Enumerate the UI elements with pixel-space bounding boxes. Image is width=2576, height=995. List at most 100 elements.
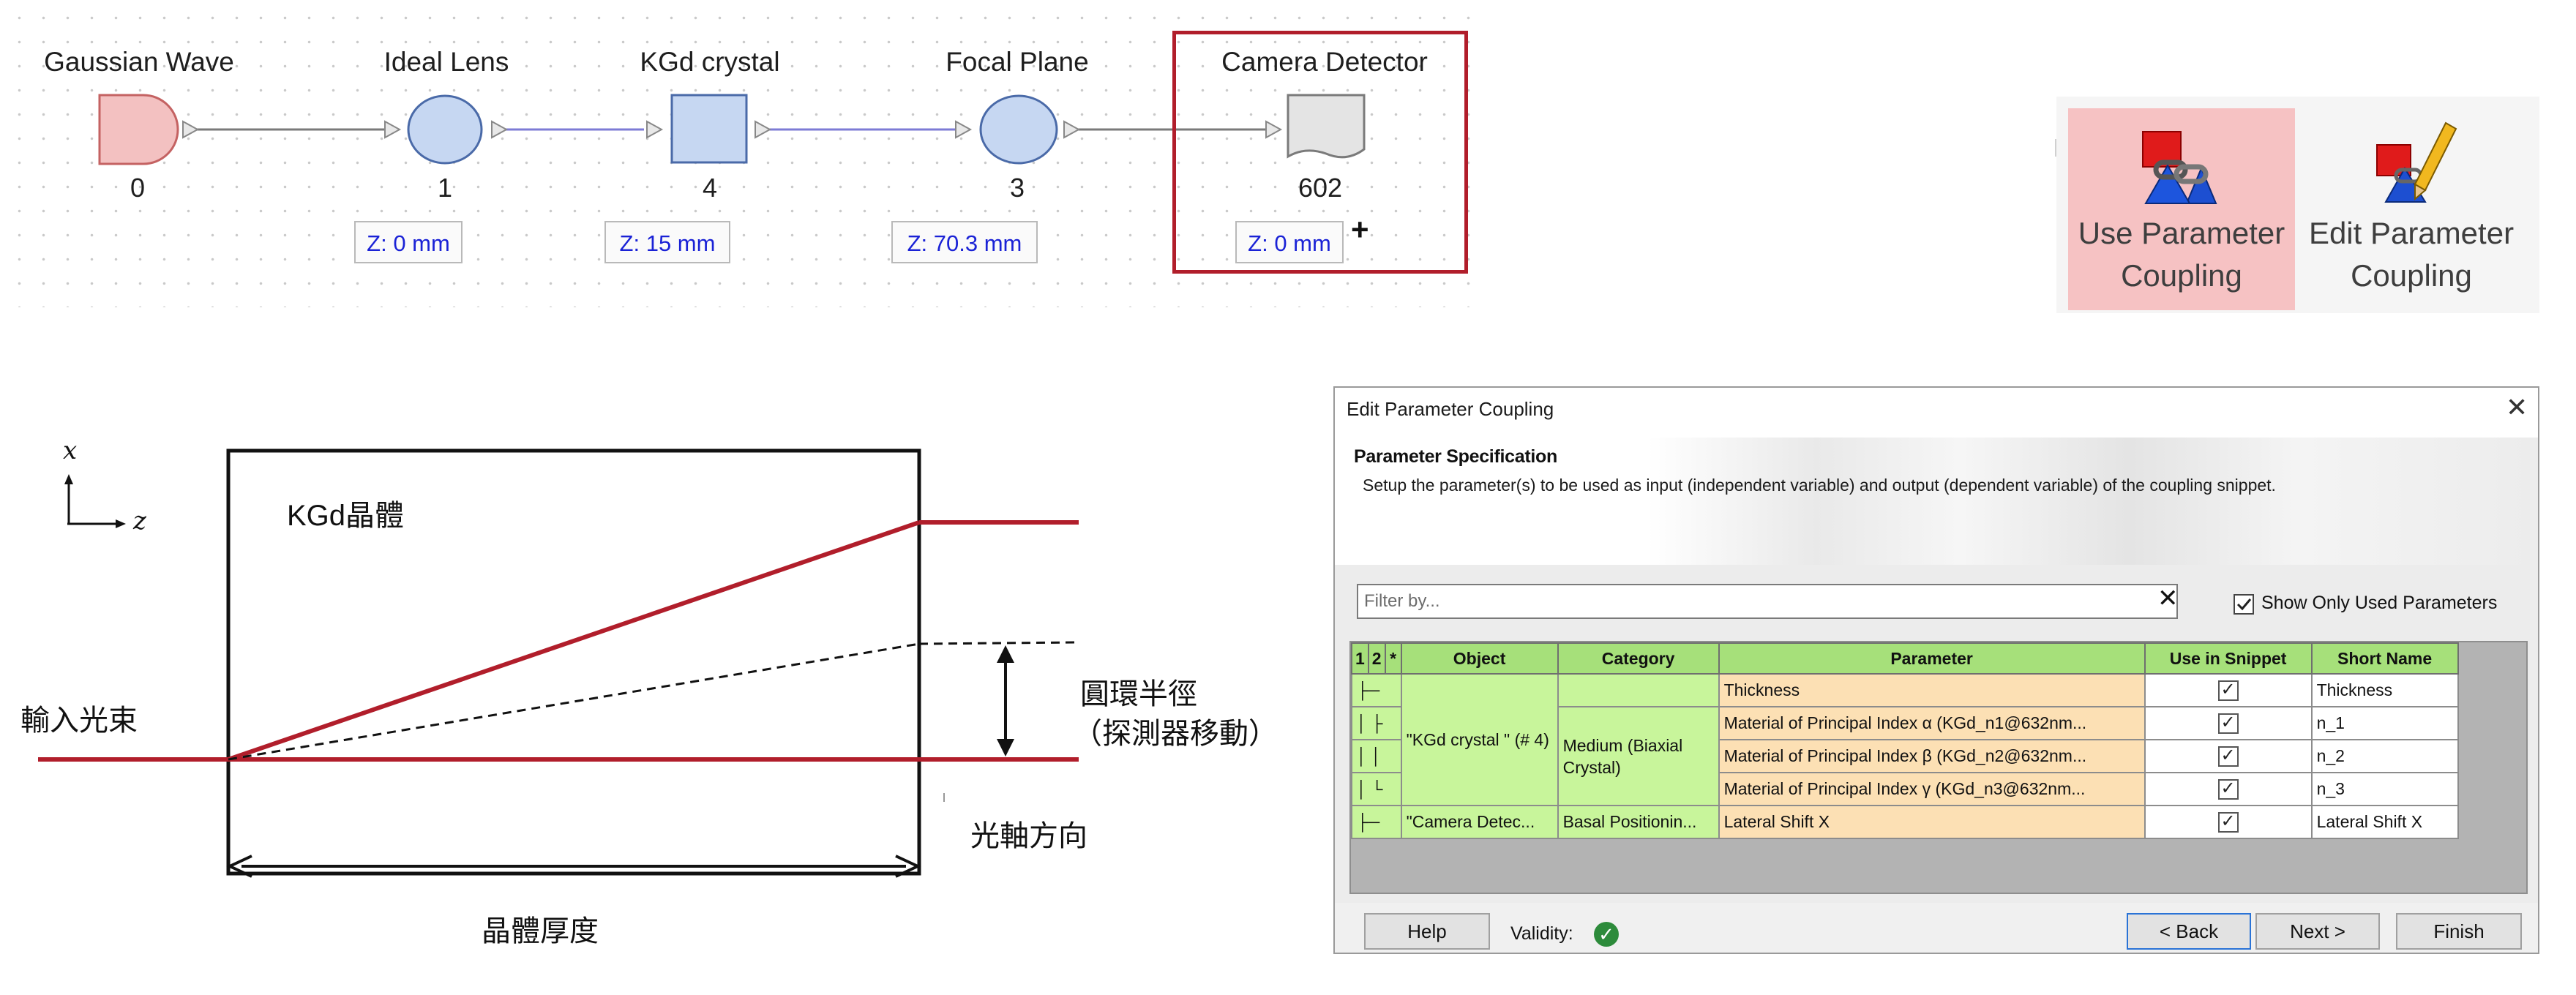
port-out-plane [1063, 120, 1081, 139]
use-checkbox[interactable]: ✓ [2217, 812, 2239, 833]
back-button[interactable]: < Back [2127, 913, 2251, 950]
detector-move-label: （探測器移動） [1073, 718, 1278, 750]
validity-label: Validity: [1510, 923, 1573, 944]
thickness-arrow-left [226, 855, 252, 878]
table-row[interactable]: │ │ Material of Principal Index β (KGd_n… [1351, 739, 2459, 773]
short-name-cell[interactable]: n_3 [2310, 772, 2459, 806]
show-only-used-label: Show Only Used Parameters [2261, 593, 2498, 613]
focal-plane-icon [979, 94, 1058, 165]
axis-z-label: z [133, 506, 146, 536]
node-id-lens: 1 [437, 173, 453, 203]
node-id-source: 0 [130, 173, 146, 203]
filter-input[interactable] [1357, 584, 2178, 619]
port-in-lens [384, 120, 402, 139]
z-position-detector[interactable]: Z: 0 mm [1235, 221, 1344, 263]
chain-link-icon [2142, 131, 2217, 204]
port-in-plane [955, 120, 973, 139]
short-name-cell[interactable]: Thickness [2310, 673, 2459, 707]
dashed-beam-line [228, 642, 920, 761]
dialog-footer: Help Validity: ✓ < Back Next > Finish [1335, 903, 2538, 953]
ribbon-separator [2055, 139, 2056, 157]
pipeline-links [98, 94, 1366, 165]
input-beam-label: 輸入光束 [20, 705, 138, 737]
axis-x-label: x [63, 436, 78, 465]
node-name-ideal-lens: Ideal Lens [383, 47, 509, 77]
finish-button[interactable]: Finish [2396, 913, 2522, 950]
table-header-row: 1 2 * Object Category Parameter Use in S… [1351, 642, 2459, 675]
z-position-plane[interactable]: Z: 70.3 mm [891, 221, 1038, 263]
use-in-snippet-cell[interactable]: ✓ [2143, 739, 2313, 773]
crystal-outline [226, 448, 921, 876]
dialog-body: ✕ Show Only Used Parameters 1 2 * Object [1335, 565, 2538, 903]
col-header-parameter[interactable]: Parameter [1718, 642, 2146, 675]
tree-guide: ├─ [1351, 805, 1402, 839]
use-in-snippet-cell[interactable]: ✓ [2143, 706, 2313, 740]
parameter-specification-header: Parameter Specification Setup the parame… [1335, 438, 2538, 565]
filter-clear-icon[interactable]: ✕ [2157, 585, 2179, 612]
crystal-label: KGd晶體 [287, 500, 405, 532]
z-position-crystal[interactable]: Z: 15 mm [604, 221, 730, 263]
optical-setup-canvas[interactable]: Gaussian Wave Ideal Lens KGd crystal Foc… [0, 0, 1478, 307]
spec-description: Setup the parameter(s) to be used as inp… [1363, 476, 2276, 495]
node-name-focal-plane: Focal Plane [946, 47, 1089, 77]
tree-guide: │ ├ [1351, 706, 1402, 740]
object-kgd-crystal: "KGd crystal " (# 4) [1400, 673, 1559, 806]
edit-parameter-coupling-button[interactable]: Edit Parameter Coupling [2298, 108, 2525, 310]
node-id-detector: 602 [1298, 173, 1343, 203]
ring-radius-arrow-top [997, 645, 1014, 663]
col-header-category[interactable]: Category [1557, 642, 1720, 675]
parameter-cell: Thickness [1718, 673, 2146, 707]
use-checkbox[interactable]: ✓ [2217, 713, 2239, 734]
parameter-cell: Lateral Shift X [1718, 805, 2146, 839]
thickness-label: 晶體厚度 [482, 915, 599, 947]
node-id-crystal: 4 [702, 173, 718, 203]
use-parameter-coupling-button[interactable]: Use Parameter Coupling [2068, 108, 2295, 310]
checkmark-icon [2236, 598, 2252, 611]
parameter-table: 1 2 * Object Category Parameter Use in S… [1351, 642, 2459, 839]
edit-coupling-label: Edit Parameter Coupling [2308, 216, 2515, 293]
short-name-cell[interactable]: n_2 [2310, 739, 2459, 773]
edit-parameter-coupling-dialog: Edit Parameter Coupling ✕ Parameter Spec… [1333, 386, 2539, 954]
table-row[interactable]: │ ├ Medium (Biaxial Crystal) Material of… [1351, 706, 2459, 806]
pencil-link-icon [2376, 121, 2457, 203]
category-basal: Basal Positionin... [1557, 805, 1720, 839]
category-medium: Medium (Biaxial Crystal) [1557, 706, 1720, 806]
add-plus-icon[interactable]: + [1351, 212, 1369, 247]
parameter-cell: Material of Principal Index γ (KGd_n3@63… [1718, 772, 2146, 806]
use-in-snippet-cell[interactable]: ✓ [2143, 772, 2313, 806]
z-position-lens[interactable]: Z: 0 mm [354, 221, 463, 263]
axis-z-arrow [116, 519, 126, 528]
col-header-object[interactable]: Object [1400, 642, 1559, 675]
col-header-1[interactable]: 1 [1351, 642, 1369, 675]
table-row[interactable]: ├─ "KGd crystal " (# 4) Thickness ✓ Thic… [1351, 673, 2459, 806]
port-in-detector [1265, 120, 1283, 139]
use-in-snippet-cell[interactable]: ✓ [2143, 805, 2313, 839]
use-coupling-label: Use Parameter Coupling [2078, 216, 2285, 293]
tree-guide: ├─ [1351, 673, 1402, 707]
col-header-use-in-snippet[interactable]: Use in Snippet [2143, 642, 2313, 675]
close-icon[interactable]: ✕ [2506, 392, 2528, 422]
use-checkbox[interactable]: ✓ [2217, 746, 2239, 767]
table-row[interactable]: │ └ Material of Principal Index γ (KGd_n… [1351, 772, 2459, 806]
dialog-title: Edit Parameter Coupling [1347, 398, 1554, 420]
col-header-star[interactable]: * [1384, 642, 1402, 675]
next-button[interactable]: Next > [2255, 913, 2380, 950]
dashed-beam-exit [918, 641, 1079, 645]
help-button[interactable]: Help [1364, 913, 1490, 950]
optical-axis-label: 光軸方向 [970, 820, 1087, 852]
use-checkbox[interactable]: ✓ [2217, 680, 2239, 701]
show-only-used-checkbox[interactable] [2234, 594, 2254, 615]
use-in-snippet-cell[interactable]: ✓ [2143, 673, 2313, 707]
col-header-short-name[interactable]: Short Name [2310, 642, 2459, 675]
use-checkbox[interactable]: ✓ [2217, 779, 2239, 800]
ring-radius-label: 圓環半徑 [1080, 678, 1197, 710]
camera-detector-highlight-frame [1172, 31, 1468, 274]
col-header-2[interactable]: 2 [1367, 642, 1386, 675]
ideal-lens-icon [407, 94, 483, 165]
table-row[interactable]: ├─ "Camera Detec... Basal Positionin... … [1351, 805, 2459, 839]
short-name-cell[interactable]: Lateral Shift X [2310, 805, 2459, 839]
parameter-cell: Material of Principal Index β (KGd_n2@63… [1718, 739, 2146, 773]
node-name-camera-detector: Camera Detector [1221, 47, 1428, 77]
short-name-cell[interactable]: n_1 [2310, 706, 2459, 740]
node-name-kgd-crystal: KGd crystal [640, 47, 780, 77]
